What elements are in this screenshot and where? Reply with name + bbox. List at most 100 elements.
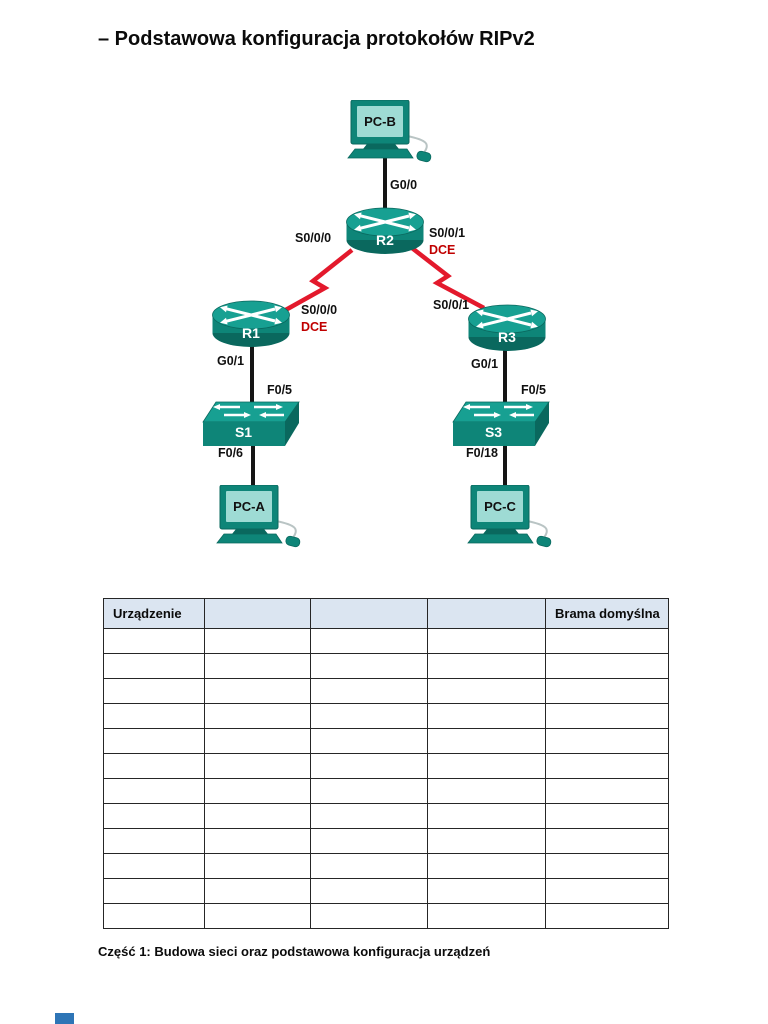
header-default-gateway: Brama domyślna	[545, 598, 669, 629]
table-cell	[545, 653, 669, 679]
table-cell	[103, 678, 205, 704]
addressing-table: Urządzenie Brama domyślna	[103, 598, 669, 929]
device-s3: S3	[452, 400, 550, 447]
table-cell	[545, 853, 669, 879]
table-header-row: Urządzenie Brama domyślna	[103, 598, 669, 629]
serial-link-r2-r1	[280, 248, 354, 314]
device-label: R1	[242, 325, 260, 341]
topology-links	[250, 152, 507, 497]
table-cell	[427, 903, 546, 929]
device-pc-a: PC-A	[212, 484, 304, 551]
table-cell	[427, 753, 546, 779]
if-label-r3-s0-0-1: S0/0/1	[433, 298, 470, 312]
table-row	[103, 853, 669, 879]
if-label-r1-g0-1: G0/1	[217, 354, 245, 368]
table-row	[103, 753, 669, 779]
device-pc-c: PC-C	[463, 484, 555, 551]
pc-icon	[347, 99, 432, 163]
table-cell	[204, 678, 311, 704]
device-label: R3	[498, 329, 516, 345]
if-label-s3-f0-5: F0/5	[521, 383, 547, 397]
table-cell	[103, 653, 205, 679]
table-cell	[103, 778, 205, 804]
table-row	[103, 653, 669, 679]
device-s1: S1	[202, 400, 300, 447]
table-cell	[310, 728, 428, 754]
device-r1: R1	[212, 300, 290, 348]
table-cell	[545, 828, 669, 854]
header-device: Urządzenie	[103, 598, 205, 629]
table-cell	[204, 653, 311, 679]
table-cell	[427, 628, 546, 654]
table-cell	[310, 778, 428, 804]
if-label-r2-s0-0-1: S0/0/1	[429, 226, 466, 240]
table-cell	[103, 728, 205, 754]
if-label-r1-dce: DCE	[301, 320, 328, 334]
table-cell	[204, 753, 311, 779]
partial-blue-button[interactable]	[55, 1013, 74, 1024]
device-r2: R2	[346, 207, 424, 255]
table-cell	[103, 628, 205, 654]
table-row	[103, 628, 669, 654]
table-cell	[103, 853, 205, 879]
table-cell	[427, 878, 546, 904]
table-row	[103, 903, 669, 929]
device-label: S3	[484, 424, 503, 440]
device-label: S1	[234, 424, 253, 440]
device-label: PC-C	[484, 499, 516, 514]
table-cell	[310, 828, 428, 854]
table-cell	[545, 903, 669, 929]
if-label-g0-0: G0/0	[390, 178, 418, 192]
table-cell	[204, 903, 311, 929]
if-label-r1-s0-0-0: S0/0/0	[301, 303, 338, 317]
table-cell	[545, 878, 669, 904]
table-cell	[204, 703, 311, 729]
table-cell	[103, 803, 205, 829]
network-topology-diagram: PC-B R2 R1	[202, 99, 555, 551]
table-cell	[103, 703, 205, 729]
table-row	[103, 678, 669, 704]
table-cell	[310, 753, 428, 779]
if-label-s1-f0-5: F0/5	[267, 383, 293, 397]
table-cell	[310, 653, 428, 679]
header-empty-1	[204, 598, 311, 629]
table-row	[103, 878, 669, 904]
section-heading: Część 1: Budowa sieci oraz podstawowa ko…	[98, 944, 491, 959]
if-label-s1-f0-6: F0/6	[218, 446, 244, 460]
router-icon	[468, 304, 546, 351]
table-cell	[427, 828, 546, 854]
table-row	[103, 828, 669, 854]
table-cell	[204, 803, 311, 829]
table-cell	[310, 878, 428, 904]
if-label-r3-g0-1: G0/1	[471, 357, 499, 371]
table-cell	[204, 728, 311, 754]
table-cell	[545, 703, 669, 729]
table-cell	[427, 678, 546, 704]
table-cell	[427, 803, 546, 829]
table-cell	[427, 778, 546, 804]
device-label: R2	[376, 232, 394, 248]
page-title: – Podstawowa konfiguracja protokołów RIP…	[98, 28, 535, 50]
table-cell	[204, 828, 311, 854]
table-cell	[103, 828, 205, 854]
table-cell	[103, 878, 205, 904]
table-row	[103, 778, 669, 804]
switch-icon	[202, 401, 300, 446]
router-icon	[346, 207, 424, 254]
header-empty-2	[310, 598, 428, 629]
device-r3: R3	[468, 304, 546, 352]
table-cell	[427, 728, 546, 754]
router-icon	[212, 300, 290, 347]
table-cell	[545, 678, 669, 704]
table-cell	[103, 903, 205, 929]
table-cell	[545, 753, 669, 779]
table-cell	[545, 778, 669, 804]
table-cell	[545, 728, 669, 754]
table-cell	[103, 753, 205, 779]
table-cell	[204, 878, 311, 904]
device-pc-b: PC-B	[343, 99, 435, 166]
table-row	[103, 703, 669, 729]
if-label-s3-f0-18: F0/18	[466, 446, 498, 460]
table-cell	[545, 803, 669, 829]
table-cell	[545, 628, 669, 654]
